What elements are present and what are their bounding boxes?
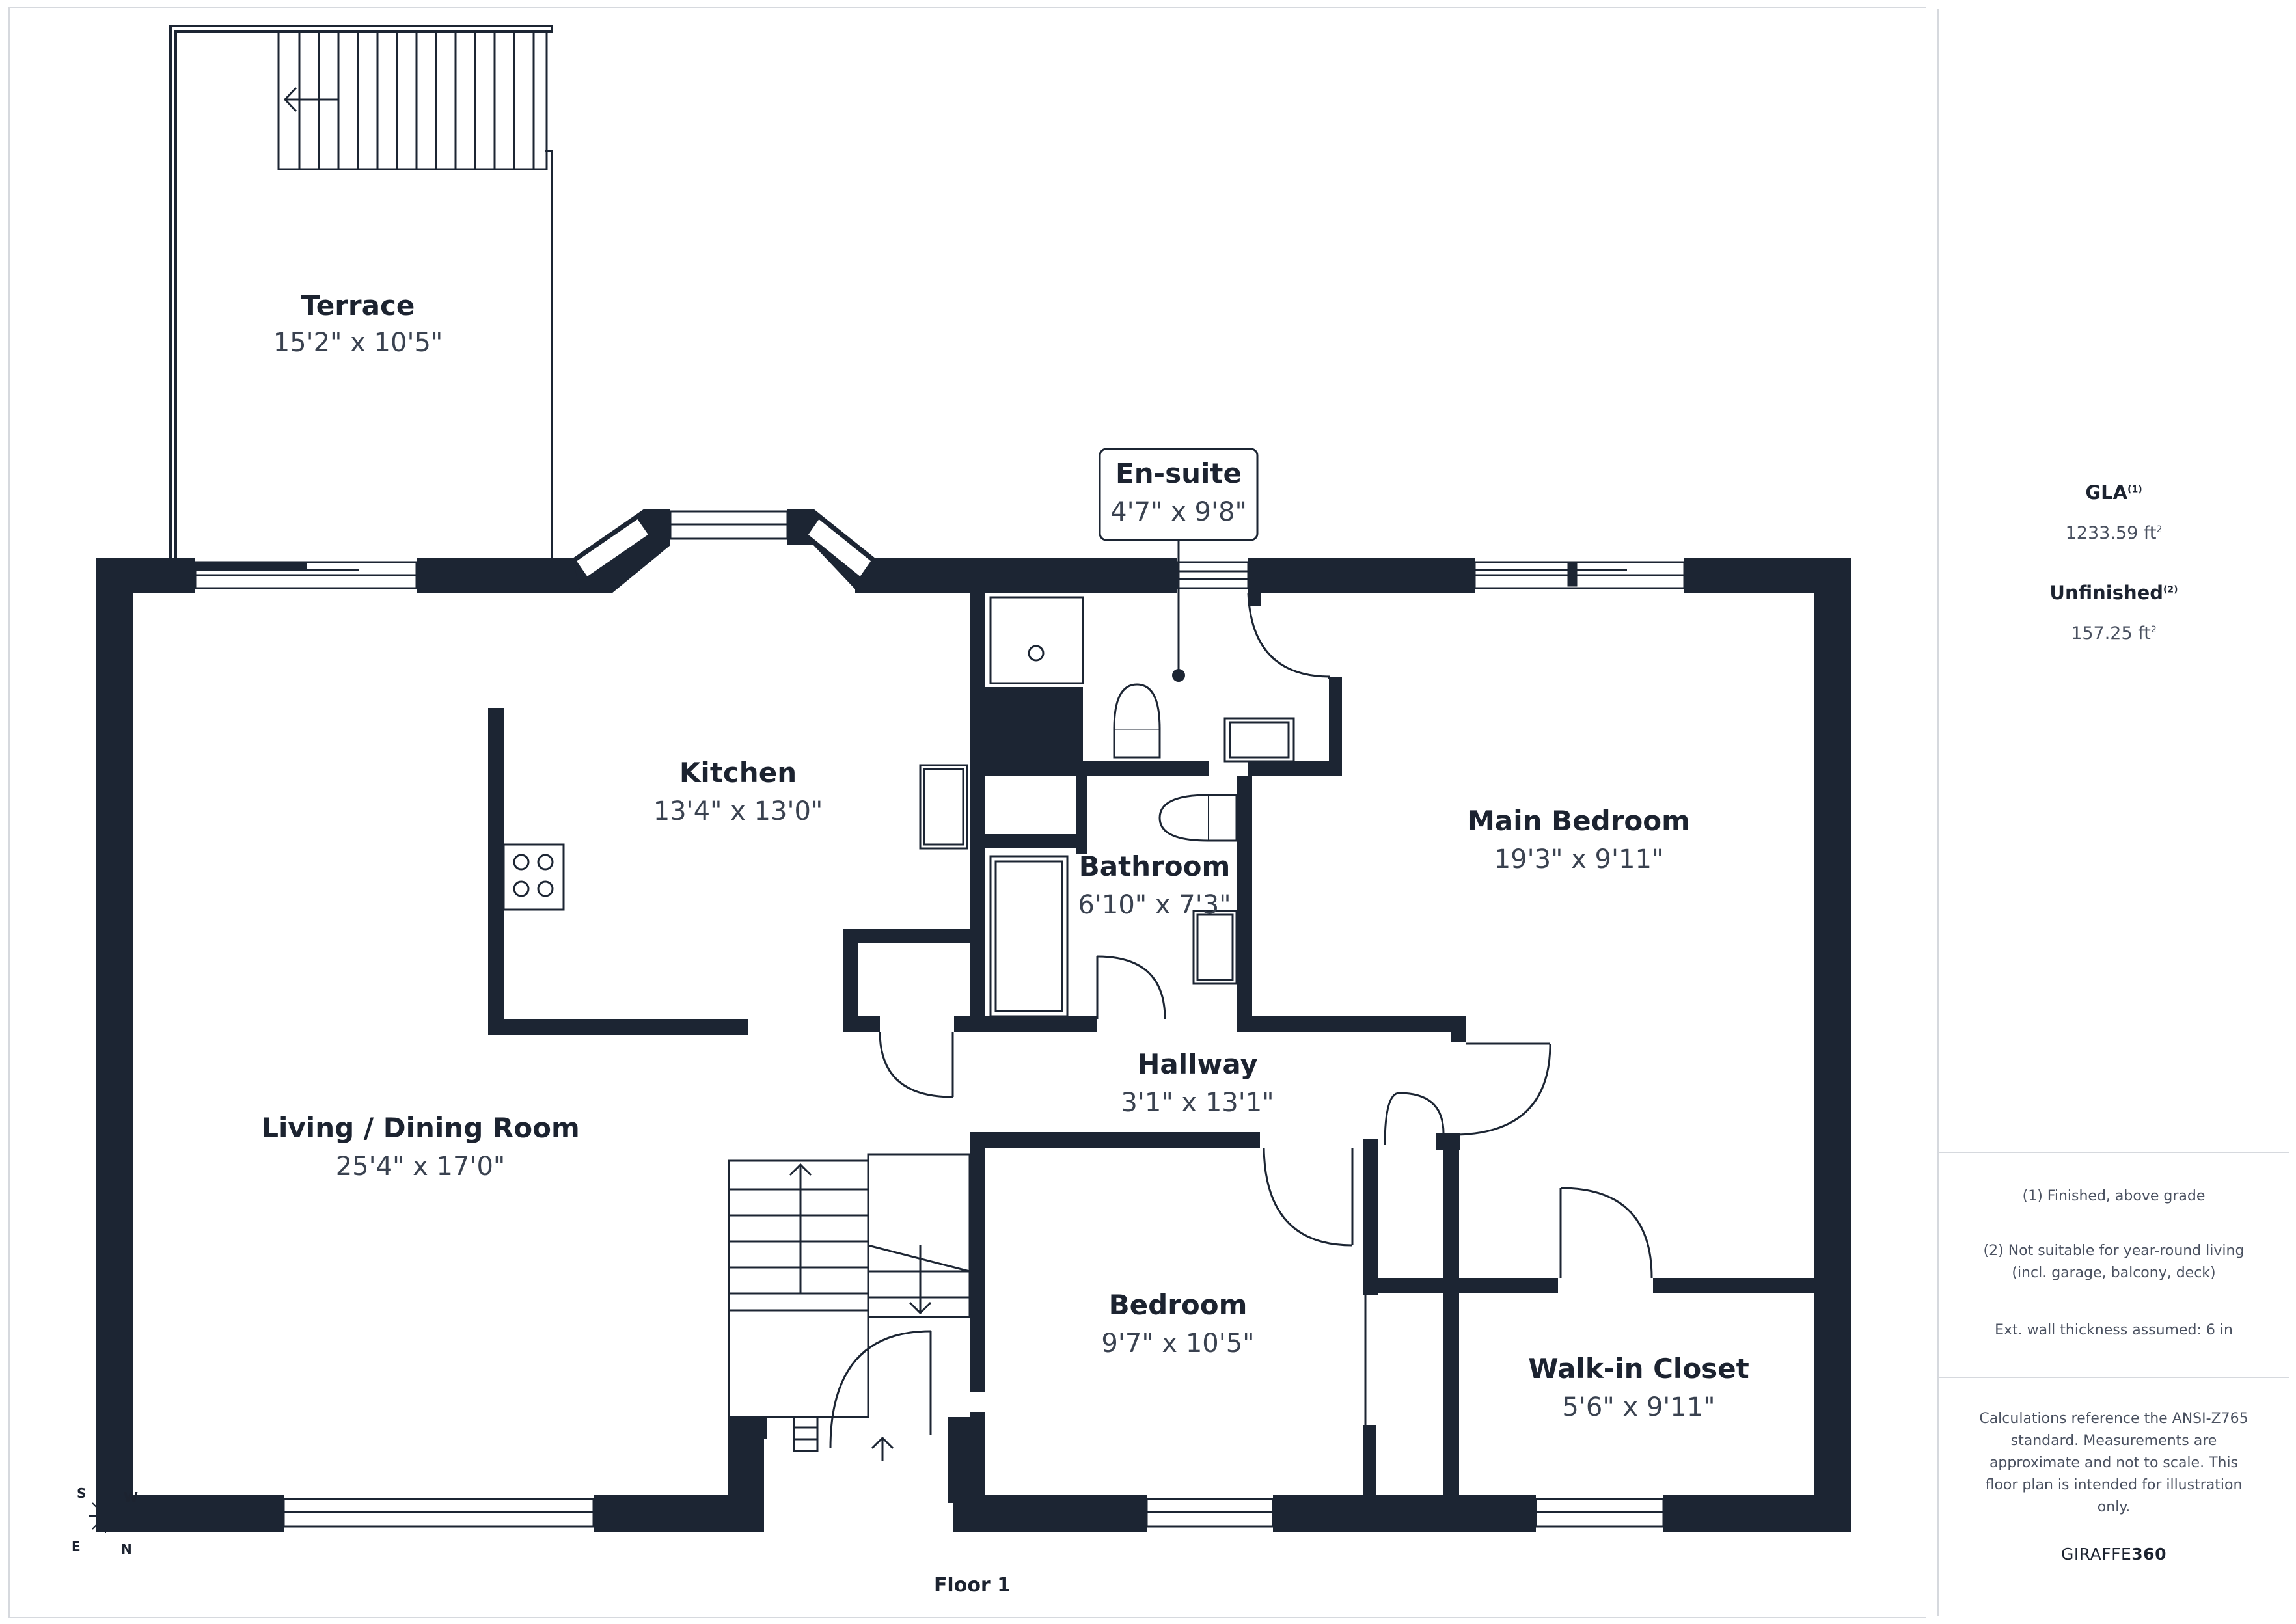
compass-e: E	[72, 1539, 81, 1554]
floor-plan: Terrace 15'2" x 10'5" En-suite 4'7" x 9'…	[8, 7, 1926, 1618]
ensuite-callout	[1099, 448, 1259, 682]
compass-icon: S W E N	[72, 1485, 138, 1557]
brand-logo: GIRAFFE360	[2061, 1545, 2166, 1563]
unfinished-label: Unfinished(2)	[2049, 582, 2178, 604]
info-panel: GLA(1) 1233.59 ft2 Unfinished(2) 157.25 …	[1937, 9, 2289, 1616]
interior-stairs	[728, 1153, 971, 1452]
note-wall-thickness: Ext. wall thickness assumed: 6 in	[1995, 1322, 2233, 1338]
kitchen-dims: 13'4" x 13'0"	[653, 796, 823, 826]
unfinished-value: 157.25 ft2	[2071, 623, 2157, 643]
terrace-stairs	[277, 30, 548, 170]
doors	[829, 593, 1653, 1449]
gla-label: GLA(1)	[2085, 481, 2142, 504]
kitchen-name: Kitchen	[679, 757, 797, 789]
entry-arrow	[871, 1436, 894, 1461]
hallway-name: Hallway	[1137, 1048, 1258, 1080]
note-finished: (1) Finished, above grade	[2022, 1188, 2206, 1204]
panel-divider-2	[1939, 1377, 2289, 1378]
main-bedroom-sliding-door	[1475, 562, 1627, 587]
panel-divider	[1939, 1152, 2289, 1153]
compass-s: S	[77, 1485, 86, 1501]
page-frame	[8, 7, 1926, 1618]
note-unfinished: (2) Not suitable for year-round living (…	[1983, 1243, 2245, 1281]
living-dims: 25'4" x 17'0"	[336, 1152, 506, 1182]
walkin-dims: 5'6" x 9'11"	[1562, 1392, 1715, 1422]
terrace-sliding-door	[194, 562, 359, 571]
ensuite-dims: 4'7" x 9'8"	[1110, 497, 1247, 527]
walkin-name: Walk-in Closet	[1528, 1353, 1749, 1385]
exterior-walls	[96, 509, 1851, 1532]
floor-label: Floor 1	[934, 1574, 1011, 1597]
disclaimer: Calculations reference the ANSI-Z765 sta…	[1979, 1411, 2248, 1515]
terrace-name: Terrace	[301, 290, 415, 321]
room-labels: Terrace 15'2" x 10'5" En-suite 4'7" x 9'…	[261, 290, 1749, 1597]
unfinished-section: Unfinished(2) 157.25 ft2	[1939, 582, 2289, 643]
compass-w: W	[124, 1489, 138, 1505]
gla-section: GLA(1) 1233.59 ft2	[1939, 481, 2289, 543]
bathroom-name: Bathroom	[1079, 850, 1231, 882]
main-bedroom-name: Main Bedroom	[1468, 805, 1690, 837]
bedroom-dims: 9'7" x 10'5"	[1101, 1329, 1254, 1359]
terrace-dims: 15'2" x 10'5"	[273, 328, 443, 358]
bay-windows	[573, 516, 874, 580]
living-name: Living / Dining Room	[261, 1112, 579, 1144]
compass-n: N	[121, 1541, 132, 1557]
bathroom-dims: 6'10" x 7'3"	[1078, 890, 1231, 920]
fixtures	[502, 596, 1295, 1018]
interior-walls	[488, 593, 1814, 1503]
main-bedroom-dims: 19'3" x 9'11"	[1494, 845, 1664, 874]
gla-value: 1233.59 ft2	[2065, 523, 2163, 543]
ensuite-name: En-suite	[1115, 457, 1242, 489]
bedroom-name: Bedroom	[1109, 1289, 1248, 1321]
hallway-dims: 3'1" x 13'1"	[1121, 1088, 1274, 1118]
